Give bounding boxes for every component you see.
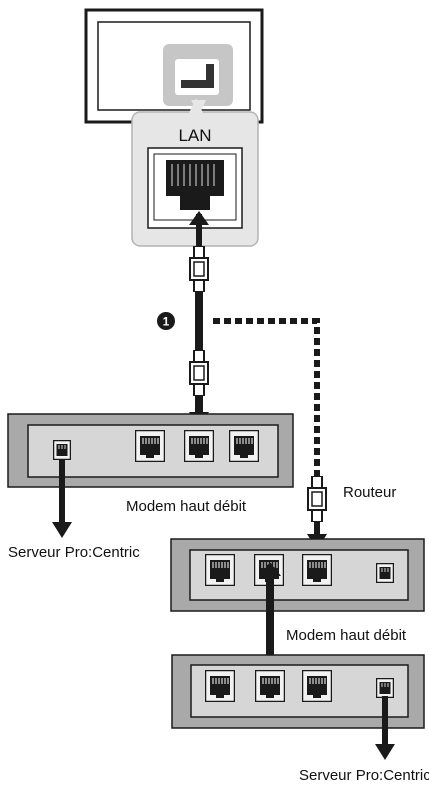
- router-port: [205, 554, 235, 586]
- router-port: [302, 554, 332, 586]
- modem-top-port: [135, 430, 165, 462]
- step-number-badge: 1: [157, 312, 175, 330]
- modem-top-wan-port: [53, 440, 71, 460]
- modem-bottom-port: [302, 670, 332, 702]
- modem-top-port: [229, 430, 259, 462]
- modem-bottom-port: [205, 670, 235, 702]
- modem-top-port: [184, 430, 214, 462]
- modem-right-label: Modem haut débit: [286, 627, 407, 644]
- modem-top-label: Modem haut débit: [126, 498, 247, 515]
- modem-bottom-port: [255, 670, 285, 702]
- router-label: Routeur: [343, 484, 396, 501]
- main-cable: [189, 246, 209, 428]
- lan-label: LAN: [178, 126, 211, 145]
- lan-arrow-icon: [189, 211, 209, 248]
- modem-top: [7, 413, 294, 488]
- server-left-cable: [52, 460, 72, 538]
- server-left-label: Serveur Pro:Centric: [8, 544, 140, 561]
- step-number: 1: [163, 315, 170, 329]
- server-bottom-cable: [375, 696, 395, 760]
- router-wan-port: [376, 563, 394, 583]
- server-bottom-label: Serveur Pro:Centric: [299, 767, 429, 784]
- router: [170, 538, 425, 612]
- modem-bottom-wan-port: [376, 678, 394, 698]
- lan-port: [147, 147, 243, 229]
